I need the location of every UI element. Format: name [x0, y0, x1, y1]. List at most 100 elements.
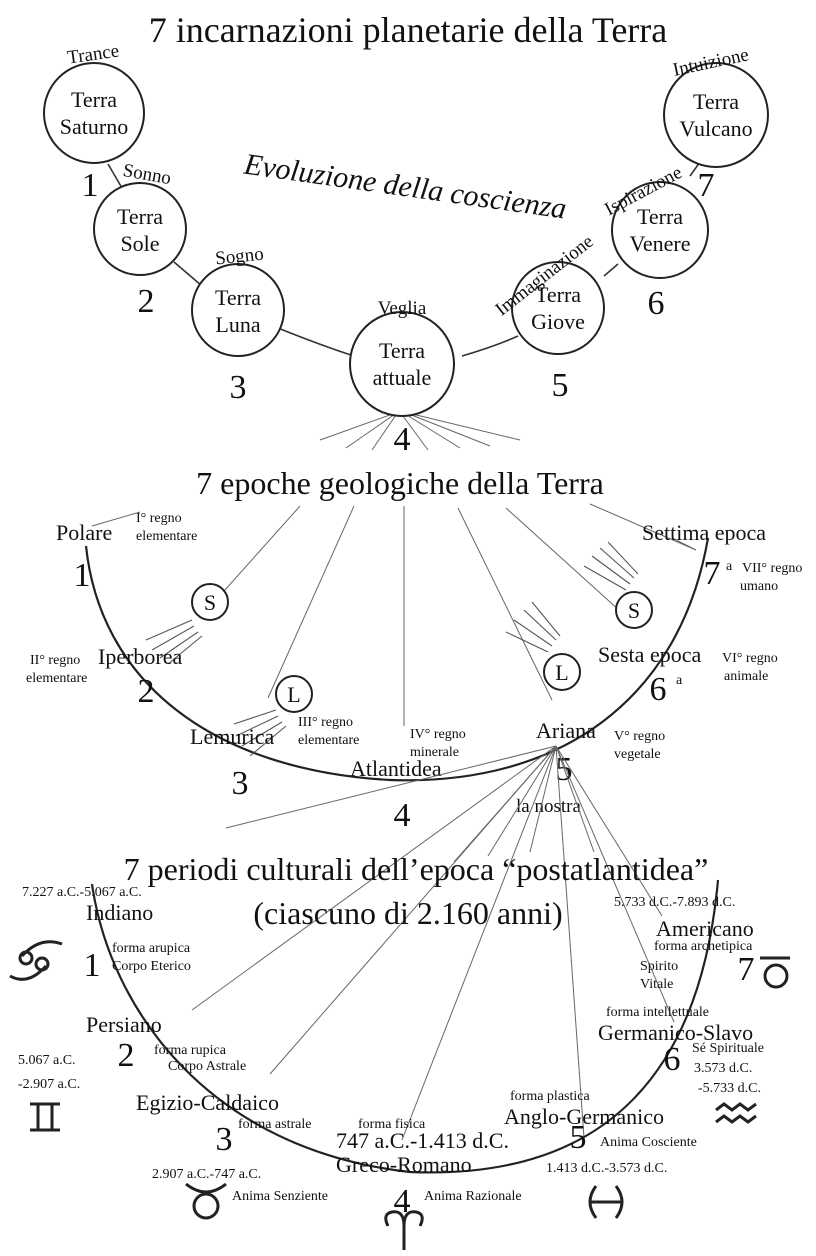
- planet-number: 4: [394, 421, 411, 458]
- cancer-icon: [9, 940, 63, 981]
- svg-text:forma intellettuale: forma intellettuale: [606, 1005, 709, 1020]
- epoch-polare: Polare 1 I° regno elementare: [56, 511, 197, 594]
- period-name: Indiano: [86, 900, 153, 925]
- svg-text:Saturno: Saturno: [60, 114, 128, 139]
- svg-text:forma plastica: forma plastica: [510, 1089, 590, 1104]
- period-number: 3: [216, 1121, 233, 1158]
- period-name: Greco-Romano: [336, 1152, 472, 1177]
- svg-text:I° regno: I° regno: [136, 511, 182, 526]
- ordinal-suffix: a: [726, 559, 733, 574]
- sun-separation-sesta: S: [583, 541, 653, 629]
- svg-text:elementare: elementare: [136, 529, 197, 544]
- epoch-rays: [91, 503, 697, 726]
- epoch-sesta: Sesta epoca 6 a VI° regno animale: [598, 642, 778, 708]
- svg-text:Vitale: Vitale: [640, 977, 673, 992]
- period-number: 5: [570, 1119, 587, 1156]
- planet-number: 5: [552, 367, 569, 404]
- pisces-icon: [588, 1185, 624, 1219]
- epoch-name: Sesta epoca: [598, 642, 701, 667]
- svg-text:minerale: minerale: [410, 745, 459, 760]
- epoch-number: 1: [74, 557, 91, 594]
- planet-number: 1: [82, 167, 99, 204]
- periods-subtitle: (ciascuno di 2.160 anni): [253, 895, 562, 931]
- period-dates: -2.907 a.C.: [18, 1077, 80, 1092]
- periods-arc: [90, 879, 720, 1174]
- period-dates: 5.067 a.C.: [18, 1053, 76, 1068]
- moon-symbol: L: [287, 682, 300, 707]
- period-persiano: Persiano 2 forma rupica Corpo Astrale 5.…: [18, 1012, 246, 1132]
- state-label: Sogno: [214, 244, 265, 270]
- svg-text:forma arupica: forma arupica: [112, 941, 191, 956]
- epoch-number: 7: [704, 555, 721, 592]
- aries-icon: [384, 1210, 424, 1250]
- period-dates: -5.733 d.C.: [698, 1081, 761, 1096]
- sun-symbol: S: [204, 590, 216, 615]
- svg-text:VI° regno: VI° regno: [722, 651, 778, 666]
- state-label: Trance: [66, 41, 120, 69]
- period-number: 1: [84, 947, 101, 984]
- ordinal-suffix: a: [676, 673, 683, 688]
- svg-text:elementare: elementare: [298, 733, 359, 748]
- period-dates: 1.413 d.C.-3.573 d.C.: [546, 1161, 667, 1176]
- svg-text:Sole: Sole: [120, 231, 159, 256]
- planet-to-epoch-rays: [319, 411, 521, 451]
- capricorn-icon: [760, 956, 790, 989]
- planet-number: 2: [138, 283, 155, 320]
- taurus-icon: [185, 1182, 227, 1220]
- period-dates: 747 a.C.-1.413 d.C.: [336, 1128, 509, 1153]
- period-number: 2: [118, 1037, 135, 1074]
- svg-text:attuale: attuale: [373, 365, 432, 390]
- aquarius-icon: [715, 1102, 757, 1124]
- svg-text:Terra: Terra: [215, 285, 261, 310]
- epoch-lemurica: Lemurica 3 III° regno elementare: [190, 715, 359, 802]
- moon-symbol: L: [555, 660, 568, 685]
- planet-number: 3: [230, 369, 247, 406]
- period-number: 6: [664, 1041, 681, 1078]
- epoch-number: 6: [650, 671, 667, 708]
- planet-number: 6: [648, 285, 665, 322]
- sun-symbol: S: [628, 598, 640, 623]
- svg-text:Vulcano: Vulcano: [679, 116, 752, 141]
- epoch-name: Lemurica: [190, 724, 275, 749]
- period-dates: 7.227 a.C.-5.067 a.C.: [22, 885, 142, 900]
- consciousness-label: Evoluzione della coscienza: [241, 148, 568, 226]
- svg-text:Venere: Venere: [629, 231, 690, 256]
- our-epoch-note: la nostra: [516, 796, 581, 817]
- periods-title: 7 periodi culturali dell’epoca “postatla…: [124, 851, 709, 887]
- planet-saturno: Terra Saturno Trance 1: [43, 41, 145, 204]
- planet-giove: Terra Giove Immaginazione 5: [492, 231, 605, 404]
- epoch-settima: Settima epoca 7 a VII° regno umano: [642, 520, 802, 594]
- svg-text:Terra: Terra: [693, 89, 739, 114]
- svg-text:Corpo Eterico: Corpo Eterico: [112, 959, 191, 974]
- svg-text:Anima Senziente: Anima Senziente: [232, 1189, 328, 1204]
- epoch-to-period-rays: [191, 745, 675, 1141]
- period-americano: 5.733 d.C.-7.893 d.C. Americano forma ar…: [614, 895, 790, 992]
- svg-text:Terra: Terra: [535, 282, 581, 307]
- period-egizio: Egizio-Caldaico 3 forma astrale 2.907 a.…: [136, 1090, 328, 1220]
- svg-text:umano: umano: [740, 579, 778, 594]
- sun-separation-iperborea: S: [145, 583, 229, 665]
- moon-separation-lemurica: L: [233, 675, 313, 757]
- period-germanico-slavo: forma intellettuale Germanico-Slavo 6 Sé…: [598, 1005, 764, 1124]
- state-label: Veglia: [378, 298, 427, 319]
- svg-text:elementare: elementare: [26, 671, 87, 686]
- svg-text:forma astrale: forma astrale: [238, 1117, 311, 1132]
- epoch-name: Iperborea: [98, 644, 183, 669]
- epoch-ariana: Ariana 5 la nostra V° regno vegetale: [516, 718, 665, 817]
- period-dates: 2.907 a.C.-747 a.C.: [152, 1167, 261, 1182]
- period-anglo-germanico: forma plastica Anglo-Germanico 5 Anima C…: [504, 1089, 697, 1219]
- period-number: 7: [738, 951, 755, 988]
- epoch-number: 3: [232, 765, 249, 802]
- svg-text:Terra: Terra: [71, 87, 117, 112]
- period-name: Anglo-Germanico: [504, 1104, 664, 1129]
- gemini-icon: [30, 1102, 60, 1132]
- epoch-iperborea: Iperborea 2 II° regno elementare: [26, 644, 183, 710]
- epoch-name: Polare: [56, 520, 112, 545]
- planet-venere: Terra Venere Ispirazione 6: [601, 162, 709, 322]
- epoch-name: Ariana: [536, 718, 596, 743]
- svg-text:vegetale: vegetale: [614, 747, 661, 762]
- svg-text:Terra: Terra: [379, 338, 425, 363]
- planet-sole: Terra Sole Sonno 2: [93, 160, 187, 320]
- epoch-number: 2: [138, 673, 155, 710]
